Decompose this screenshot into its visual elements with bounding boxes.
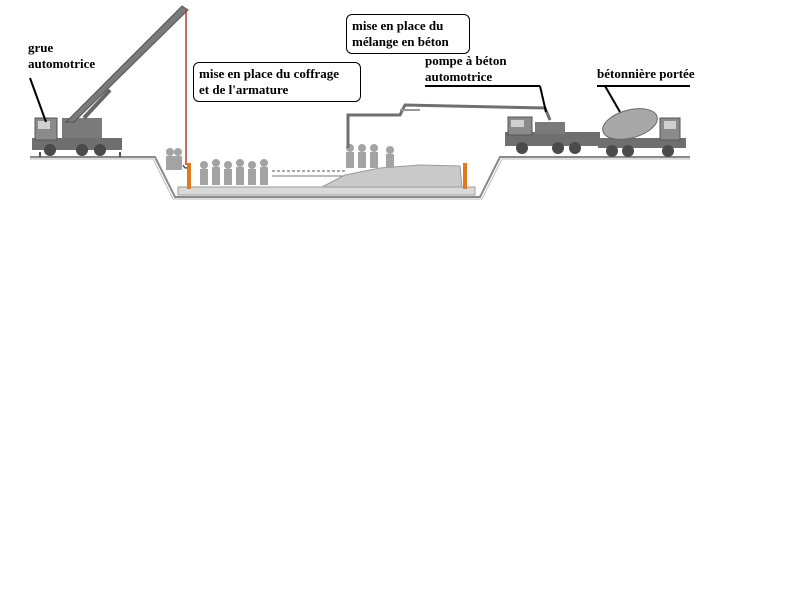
concrete-mix-label-line2: mélange en béton — [352, 34, 449, 49]
concrete-pump-truck-icon — [505, 116, 600, 154]
formwork-label-line2: et de l'armature — [199, 82, 289, 97]
hoist-cable — [182, 10, 190, 169]
workers-group-icon — [166, 144, 394, 185]
crane-label: grue automotrice — [28, 40, 95, 72]
formwork-label: mise en place du coffrage et de l'armatu… — [193, 62, 361, 102]
concrete-mix-label-line1: mise en place du — [352, 18, 444, 33]
crane-callout-line — [29, 77, 47, 123]
worker-group-center — [200, 159, 268, 185]
concrete-mix-label: mise en place du mélange en béton — [346, 14, 470, 54]
mixer-truck-icon — [598, 108, 686, 157]
worker-group-right — [346, 144, 394, 168]
pump-label-line2: automotrice — [425, 69, 493, 84]
pump-callout-drop — [539, 85, 547, 113]
mixer-truck-label: bétonnière portée — [597, 66, 695, 82]
mixer-truck-label-line1: bétonnière portée — [597, 66, 695, 81]
pump-label: pompe à béton automotrice — [425, 53, 507, 85]
crane-label-line2: automotrice — [28, 56, 96, 71]
crane-label-line1: grue — [28, 40, 54, 55]
concrete-heap — [321, 164, 463, 188]
formwork-icon — [187, 163, 467, 189]
pump-label-line1: pompe à béton — [425, 53, 507, 68]
formwork-label-line1: mise en place du coffrage — [199, 66, 340, 81]
worker-group-left — [166, 148, 182, 170]
mobile-crane-icon — [32, 5, 189, 157]
mixer-callout-drop — [604, 85, 621, 113]
